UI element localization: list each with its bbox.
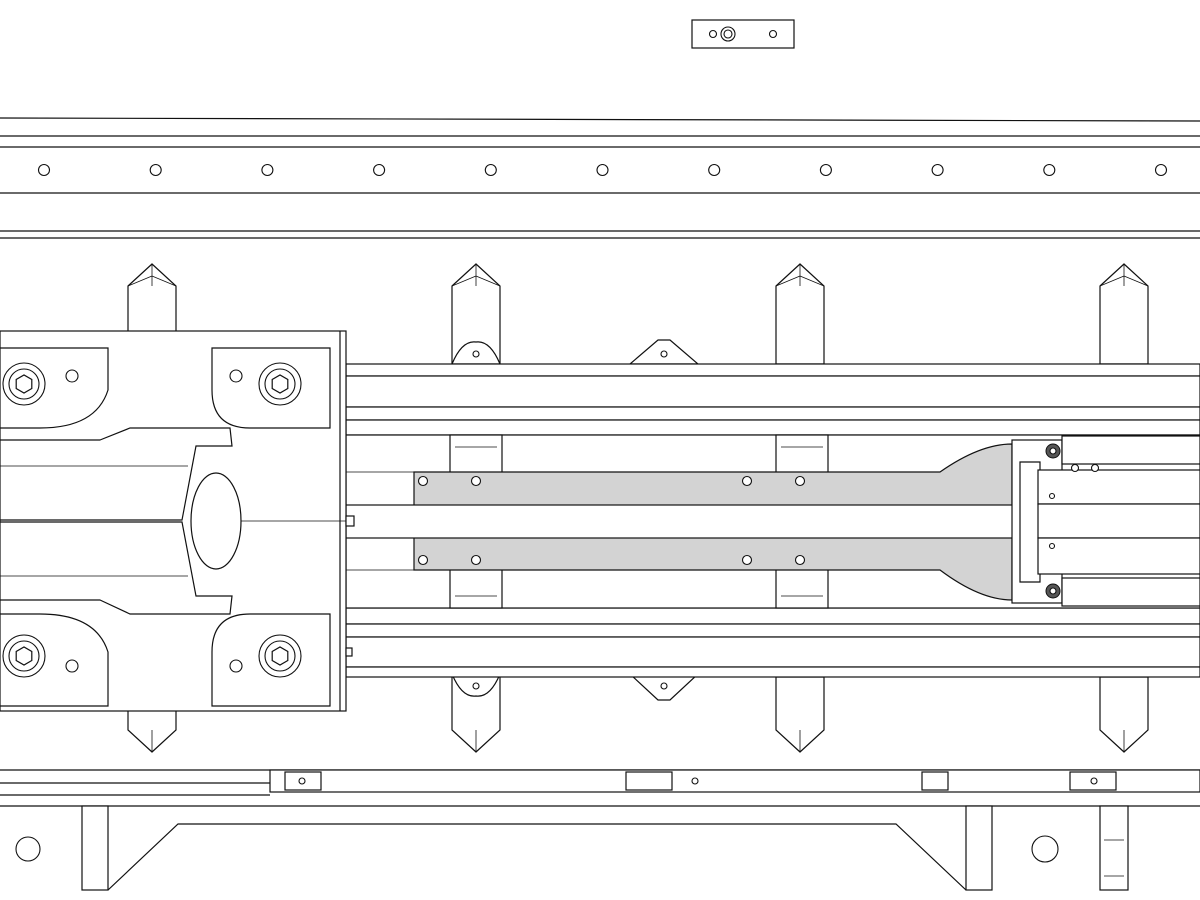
dowel-pin xyxy=(229,369,243,383)
rail-hole xyxy=(1043,163,1056,177)
carriage-block xyxy=(0,330,355,712)
guide-rail-upper xyxy=(345,363,1200,436)
rail-hole xyxy=(708,163,721,177)
rail-hole xyxy=(819,163,832,177)
top-rail xyxy=(0,117,1200,239)
plate-hole xyxy=(794,554,806,566)
standoff-post-top xyxy=(1099,263,1149,365)
dowel-pin xyxy=(65,369,79,383)
standoff-post-top xyxy=(451,263,501,365)
standoff-post-top xyxy=(775,263,825,365)
plate-hole xyxy=(417,554,429,566)
plate-hole xyxy=(470,475,482,487)
carriage-bolts xyxy=(2,362,302,678)
dowel-pin xyxy=(65,659,79,673)
rail-holes xyxy=(37,163,1168,177)
clamp-plate xyxy=(345,443,1037,601)
plate-hole xyxy=(741,475,753,487)
rail-hole xyxy=(261,163,274,177)
rail-hole xyxy=(1154,163,1168,177)
rail-hole xyxy=(484,163,497,177)
rail-hole xyxy=(37,163,51,177)
standoff-posts xyxy=(127,263,1149,753)
rail-hole xyxy=(373,163,386,177)
end-clevis xyxy=(1011,435,1200,607)
rail-hole xyxy=(931,163,944,177)
plate-hole xyxy=(470,554,482,566)
rail-bumps xyxy=(451,339,700,701)
bottom-base xyxy=(0,769,1200,891)
plate-hole xyxy=(794,475,806,487)
dowel-pin xyxy=(229,659,243,673)
rail-hole xyxy=(149,163,162,177)
plate-hole xyxy=(741,554,753,566)
plate-hole xyxy=(417,475,429,487)
rail-hole xyxy=(596,163,609,177)
guide-rail-lower xyxy=(345,607,1200,678)
top-mounting-bracket xyxy=(691,19,795,49)
